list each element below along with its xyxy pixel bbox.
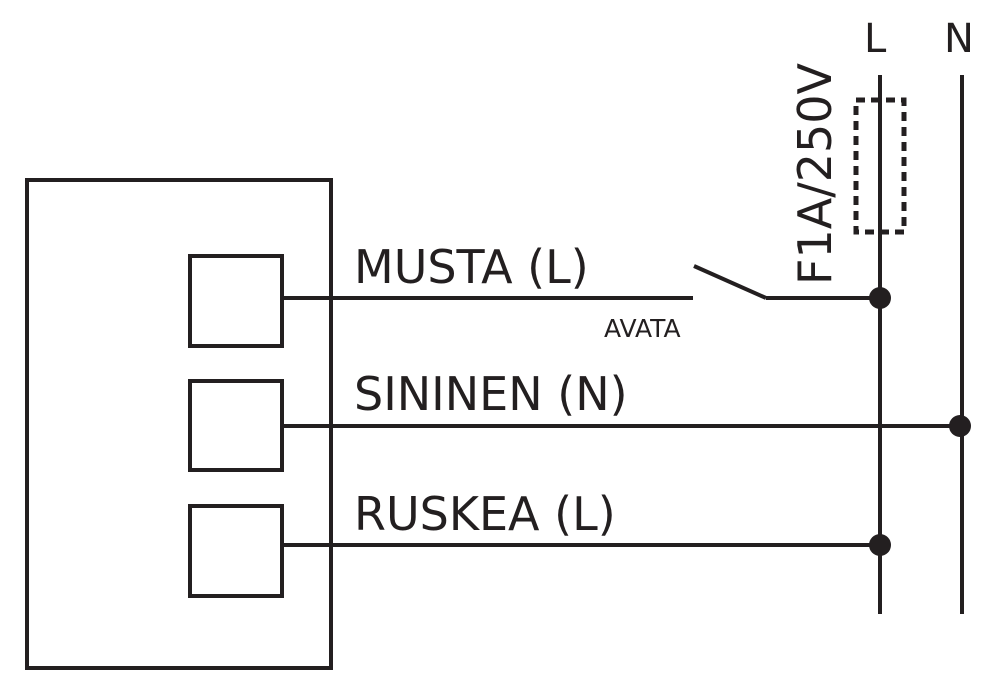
live-rail-label: L: [864, 16, 887, 62]
switch-note-avata: AVATA: [604, 314, 681, 343]
wire-label-ruskea: RUSKEA (L): [354, 487, 616, 541]
junction-sininen-neutral: [949, 415, 971, 437]
terminal-ruskea: [188, 504, 284, 598]
junction-ruskea-live: [869, 534, 891, 556]
wire-label-sininen: SININEN (N): [354, 367, 628, 421]
fuse-symbol: [853, 97, 907, 235]
switch-contact: [693, 264, 767, 300]
terminal-musta: [188, 254, 284, 348]
terminal-sininen: [188, 379, 284, 472]
neutral-rail-label: N: [944, 16, 974, 62]
wire-label-musta: MUSTA (L): [354, 240, 589, 294]
fuse-rating-label: F1A/250V: [788, 63, 842, 285]
junction-musta-live: [869, 287, 891, 309]
